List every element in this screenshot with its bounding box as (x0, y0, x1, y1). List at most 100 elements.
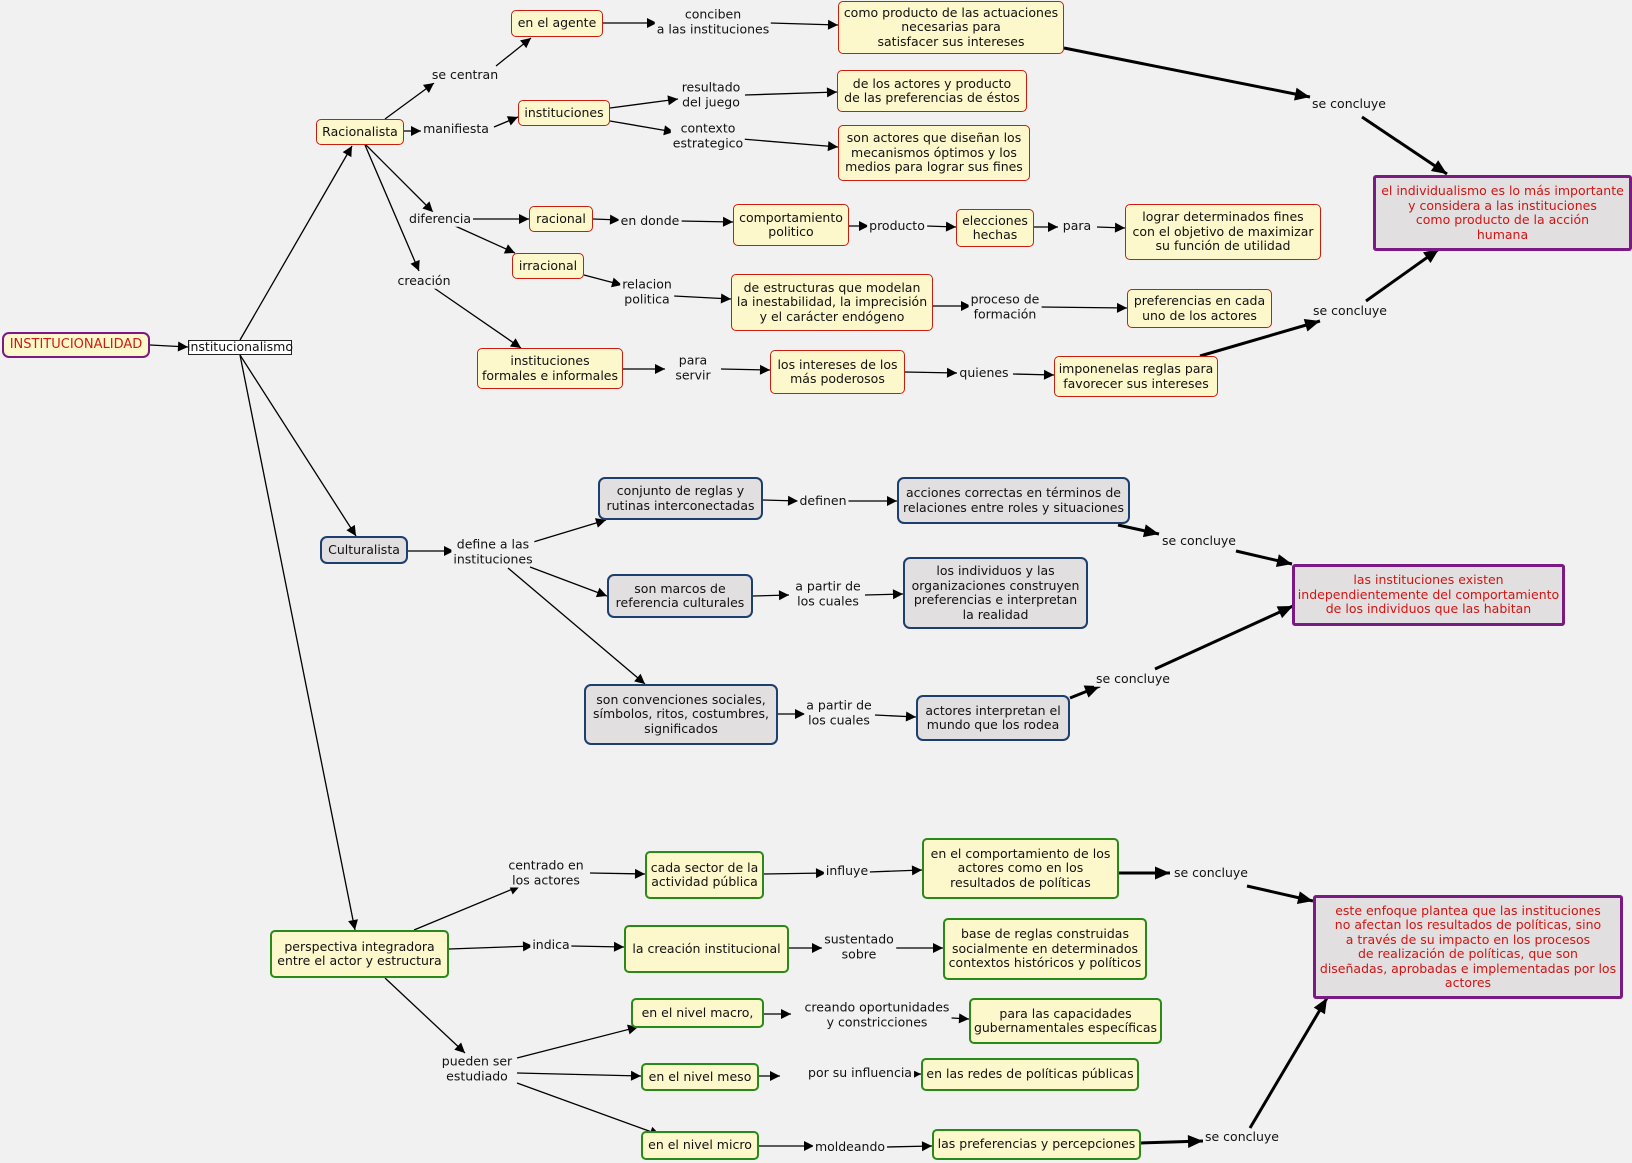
arrowhead (827, 141, 838, 152)
arrowhead (454, 1042, 465, 1053)
arrowhead (509, 338, 521, 348)
arrowhead (611, 277, 622, 288)
connector-arrow (673, 293, 732, 304)
arrowhead (1043, 369, 1054, 380)
arrowhead (609, 214, 620, 225)
node-institucionalidad: INSTITUCIONALIDAD (2, 332, 150, 358)
connector-arrow (874, 711, 917, 722)
connector-arrow (1117, 523, 1160, 538)
connector-arrow (364, 144, 420, 272)
connector-arrow (762, 495, 799, 506)
link-label-diferencia: diferencia (407, 210, 473, 227)
connector-arrow (408, 546, 454, 556)
arrowhead (595, 587, 607, 598)
node-marcos-referencia: son marcos de referencia culturales (607, 574, 753, 618)
node-cada-sector: cada sector de la actividad pública (645, 851, 764, 899)
link-label-se-concluye-6: se concluye (1203, 1128, 1281, 1145)
arrowhead (905, 711, 916, 722)
arrowhead (1423, 249, 1439, 263)
link-label-proceso-formacion: proceso de formación (968, 291, 1042, 322)
arrowhead (1187, 1134, 1203, 1148)
arrowhead (630, 1070, 641, 1081)
connector-arrow (904, 367, 958, 378)
connector-arrow (365, 144, 434, 213)
arrowhead (770, 1071, 780, 1081)
arrowhead (887, 496, 897, 506)
connector-arrow (1235, 549, 1293, 567)
arrowhead (958, 1013, 969, 1024)
arrowhead (961, 301, 971, 311)
arrowhead (506, 116, 518, 126)
link-label-para: para (1060, 217, 1094, 234)
connector-arrow (603, 18, 657, 28)
arrowhead (781, 1009, 791, 1019)
node-comportamiento-politico: comportamiento politico (733, 204, 849, 246)
node-actores-disenan: son actores que diseñan los mecanismos ó… (838, 125, 1030, 181)
arrowhead (945, 221, 956, 232)
connector-arrow (759, 1071, 780, 1081)
connector-arrow (1069, 684, 1101, 700)
link-label-creando-oportunidades: creando oportunidades y constricciones (802, 999, 952, 1030)
connector-arrow (384, 82, 435, 120)
node-concl-existen: las instituciones existen independientem… (1292, 564, 1565, 626)
node-nivel-macro: en el nivel macro, (631, 998, 764, 1028)
arrowhead (804, 1141, 814, 1151)
connector-arrow (1154, 604, 1294, 671)
connector-arrow (516, 1070, 642, 1081)
connector-arrow (759, 1141, 814, 1151)
node-preferencias-actores: preferencias en cada uno de los actores (1127, 289, 1272, 328)
arrowhead (921, 1141, 932, 1152)
link-label-quienes: quienes (957, 364, 1011, 381)
connector-arrow (864, 589, 904, 600)
arrowhead (177, 341, 188, 352)
connector-arrow (404, 126, 421, 136)
arrowhead (812, 943, 822, 953)
link-label-conciben: conciben a las instituciones (654, 6, 772, 37)
connector-arrow (1063, 46, 1311, 101)
arrowhead (508, 885, 520, 895)
connector-arrow (592, 214, 621, 225)
arrowhead (1276, 606, 1293, 619)
arrowhead (594, 518, 606, 528)
link-label-centrado-actores: centrado en los actores (506, 857, 586, 888)
node-producto-actuaciones: como producto de las actuaciones necesar… (838, 1, 1064, 54)
node-preferencias-percepciones: las preferencias y percepciones (932, 1129, 1141, 1160)
connector-arrow (778, 709, 805, 719)
node-lograr-fines: lograr determinados fines con el objetiv… (1125, 204, 1321, 260)
link-label-para-servir: para servir (673, 352, 713, 383)
node-de-los-actores: de los actores y producto de las prefere… (837, 70, 1027, 112)
arrowhead (655, 364, 665, 374)
node-comportamiento-actores: en el comportamiento de los actores como… (922, 838, 1119, 899)
link-label-manifiesta: manifiesta (421, 120, 491, 137)
connector-arrow (529, 518, 607, 544)
connector-arrow (1039, 302, 1128, 313)
arrowhead (787, 495, 798, 506)
connector-arrow (769, 19, 839, 30)
node-intereses-poderosos: los intereses de los más poderosos (770, 350, 905, 394)
connector-arrow (448, 941, 534, 952)
link-label-por-su-influencia: por su influencia (806, 1064, 914, 1081)
connector-arrow (1199, 318, 1321, 358)
arrowhead (1313, 998, 1327, 1015)
node-acciones-correctas: acciones correctas en términos de relaci… (897, 477, 1130, 524)
arrowhead (342, 146, 352, 158)
node-racionalista: Racionalista (316, 119, 404, 145)
link-label-resultado-juego: resultado del juego (679, 79, 743, 110)
link-label-a-partir-1: a partir de los cuales (793, 578, 863, 609)
arrowhead (1294, 87, 1310, 101)
connector-arrow (763, 868, 827, 879)
arrowhead (859, 221, 869, 231)
link-label-producto: producto (867, 217, 927, 234)
arrowhead (1275, 554, 1292, 567)
connector-arrow (433, 287, 522, 349)
arrowhead (613, 941, 624, 952)
connector-arrow (868, 865, 923, 876)
arrowhead (346, 524, 356, 536)
connector-arrow (583, 274, 623, 288)
connector-arrow (452, 224, 516, 254)
connector-arrow (679, 216, 734, 227)
link-label-contexto-estrategico: contexto estrategico (670, 120, 746, 151)
arrowhead (722, 216, 733, 227)
arrowhead (892, 589, 903, 600)
arrowhead (1296, 891, 1313, 905)
